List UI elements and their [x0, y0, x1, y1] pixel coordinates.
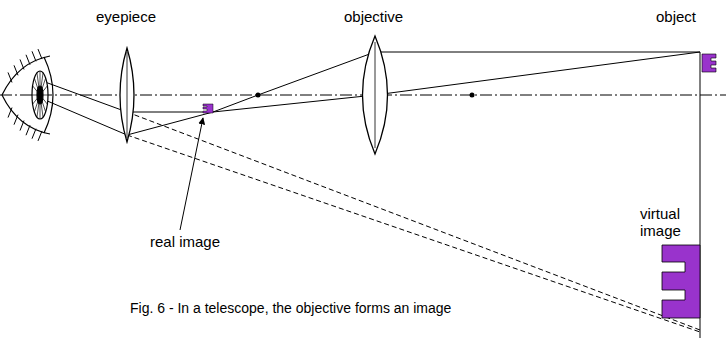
eyelash [20, 121, 24, 131]
iris-stroke [42, 101, 46, 112]
part-label: eyepiece [96, 8, 156, 25]
objective-lens [363, 36, 388, 154]
eyelash [26, 55, 30, 65]
part-label: object [656, 8, 696, 25]
iris-stroke [37, 73, 39, 87]
eyelash [14, 65, 18, 75]
eyepiece-lens [120, 48, 134, 142]
iris-stroke [32, 95, 37, 96]
part-label: virtual image [640, 205, 698, 240]
lens-center [127, 52, 128, 138]
virtual-rays [127, 112, 700, 332]
iris-stroke [34, 101, 38, 112]
leader-line [180, 118, 203, 230]
eyelash [8, 108, 12, 118]
iris-stroke [43, 95, 48, 96]
iris-stroke [33, 98, 38, 104]
focal-point [470, 93, 475, 98]
part-label: real image [150, 233, 220, 250]
real-image-shape [203, 104, 213, 113]
lens-center [375, 42, 376, 148]
iris-stroke [41, 103, 43, 117]
iris-stroke [42, 78, 46, 89]
iris-stroke [43, 86, 48, 92]
eyelash [38, 131, 42, 141]
eye [2, 49, 53, 141]
eyelash [14, 115, 18, 125]
eyelash [38, 49, 42, 59]
iris-stroke [34, 78, 38, 89]
eyelash [32, 129, 36, 139]
eyelash [20, 59, 24, 69]
iris-stroke [40, 71, 41, 86]
part-label: objective [344, 8, 403, 25]
figure-caption: Fig. 6 - In a telescope, the objective f… [130, 300, 451, 316]
iris-stroke [33, 86, 38, 92]
iris-stroke [41, 73, 43, 87]
eyelash [32, 51, 36, 61]
object-shape [702, 54, 716, 72]
iris-stroke [43, 98, 48, 104]
virtual-image-shape [662, 245, 700, 318]
iris-stroke [40, 104, 41, 119]
eyelash [26, 125, 30, 135]
iris-stroke [37, 103, 39, 117]
eyelash [8, 72, 12, 82]
